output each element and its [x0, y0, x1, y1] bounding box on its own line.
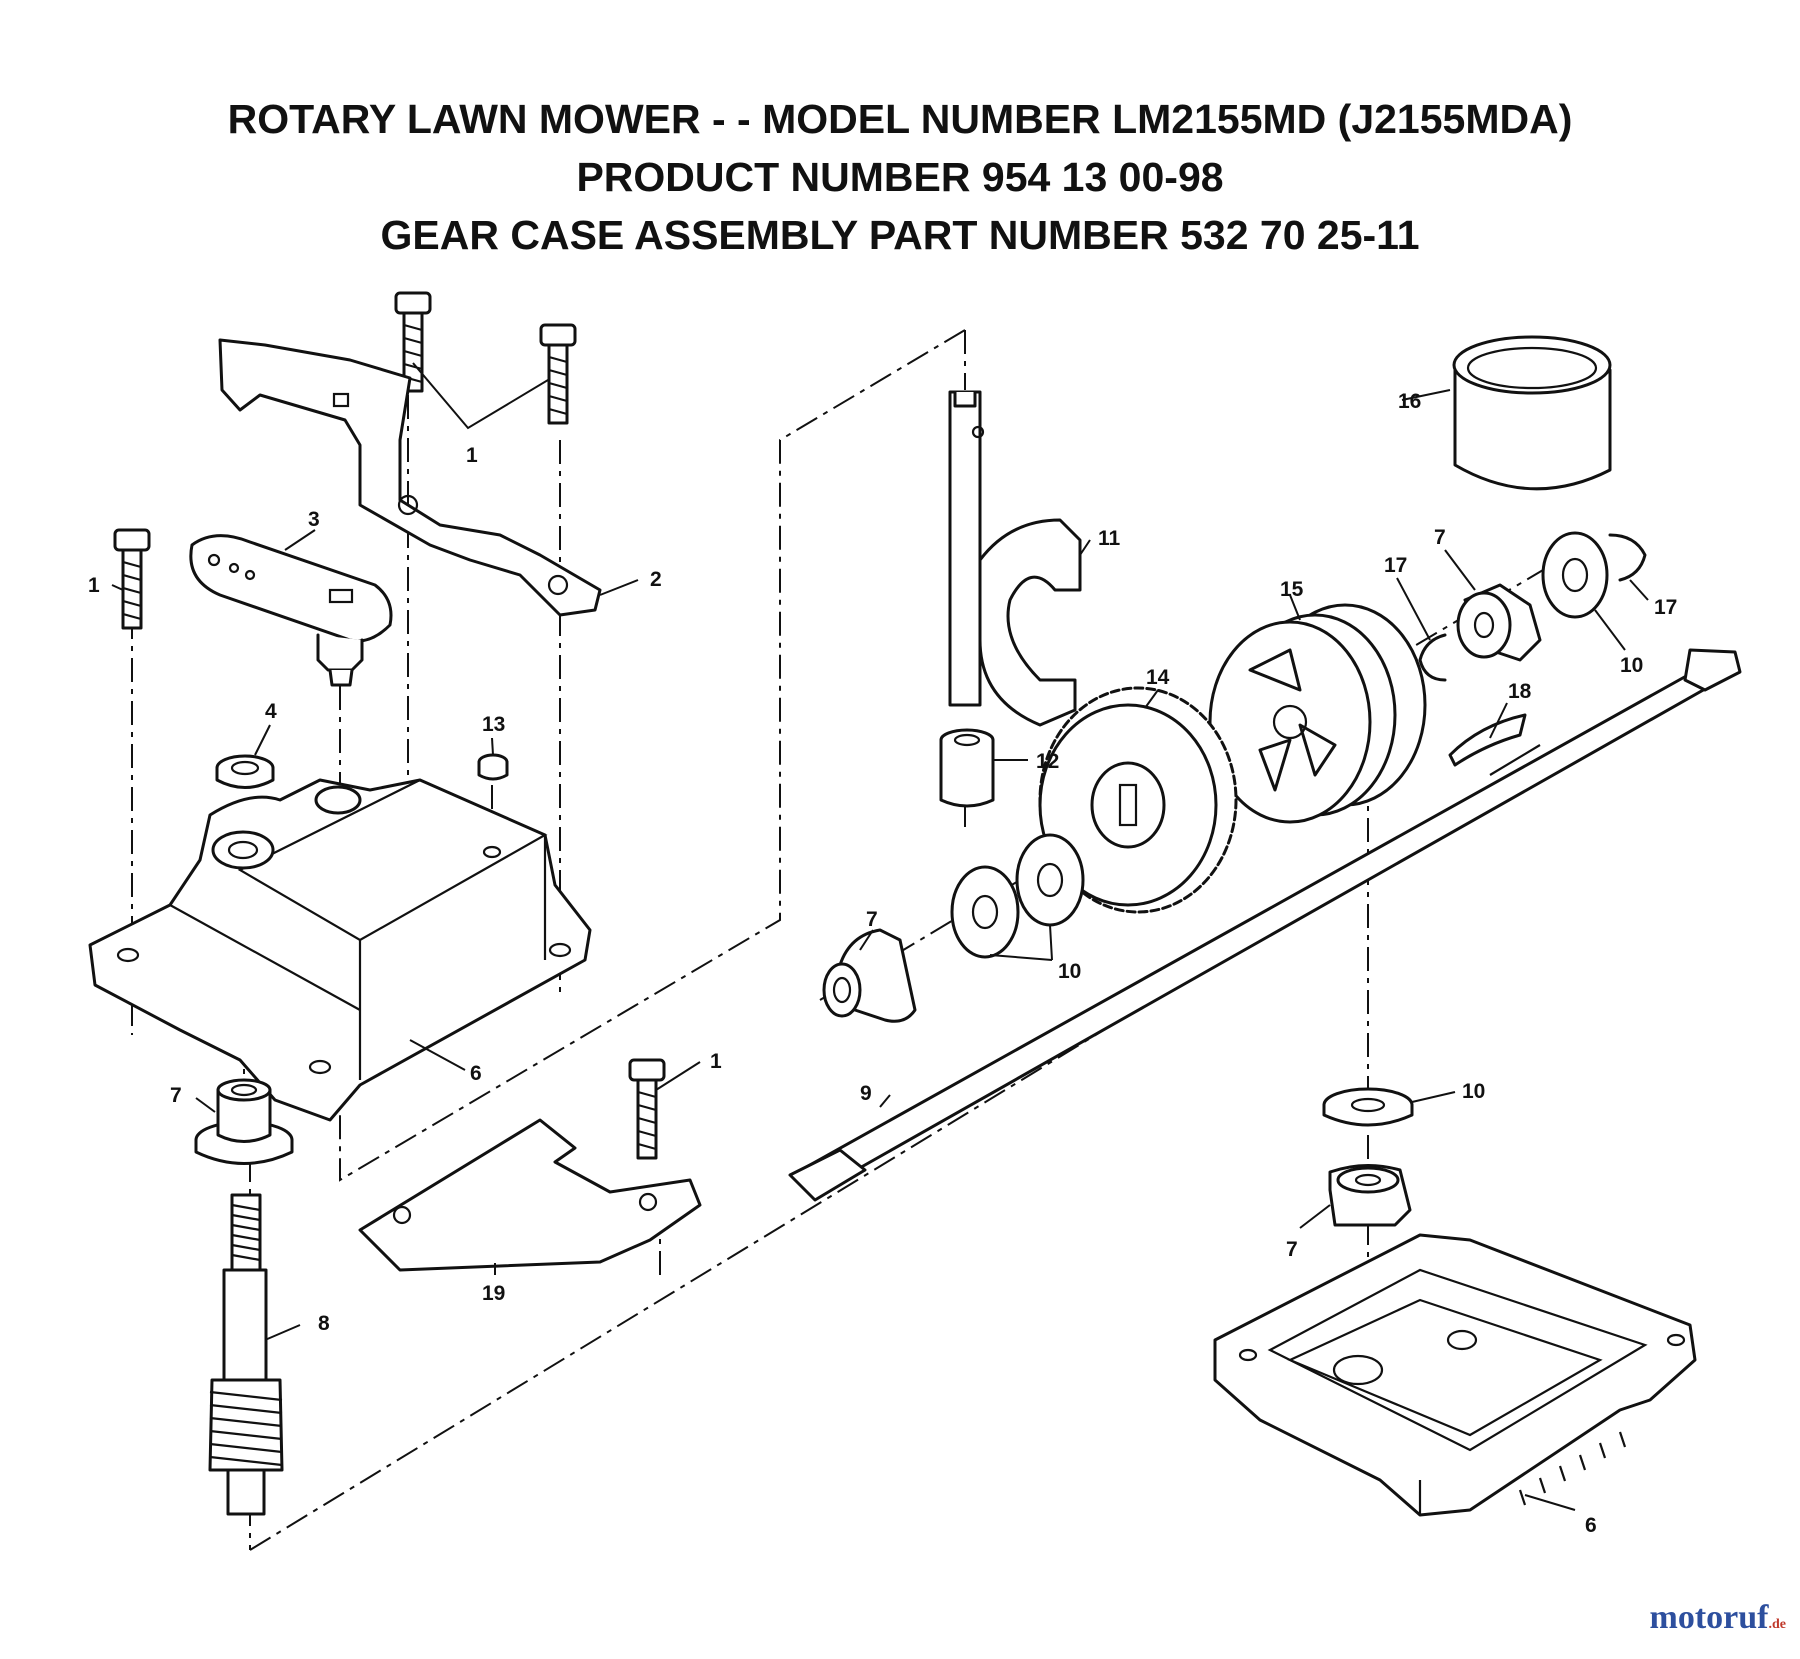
bearing-lower-right: [1328, 1163, 1412, 1227]
base-plate: [358, 1118, 702, 1272]
callout-pulley: 15: [1280, 578, 1304, 601]
callout-bearing-right: 7: [1434, 526, 1446, 549]
e-ring-right: [1608, 533, 1647, 582]
callout-washer-pair: 10: [1058, 960, 1081, 983]
callout-washer-right: 10: [1620, 654, 1643, 677]
callout-bearing-shaft: 7: [866, 908, 878, 931]
callout-gear-case-lower: 6: [1585, 1514, 1597, 1537]
callout-bushing: 4: [265, 700, 277, 723]
shift-lever: [189, 534, 393, 687]
bearing-cup: [1452, 335, 1612, 491]
diagram-title-block: ROTARY LAWN MOWER - - MODEL NUMBER LM215…: [0, 90, 1800, 264]
drive-gear: [1038, 686, 1238, 914]
screw-top-right: [539, 323, 577, 425]
callout-cup: 16: [1398, 390, 1421, 413]
title-line-product: PRODUCT NUMBER 954 13 00-98: [576, 154, 1224, 200]
callout-labels: 1 1 1 2 3 4 6 6 7 7 7 7 8 9 10 10 10 11 …: [88, 390, 1677, 1537]
callout-screw-bottom: 1: [710, 1050, 722, 1073]
screw-top-left: [394, 291, 432, 393]
shift-fork: [948, 390, 1082, 727]
callout-bracket: 2: [650, 568, 662, 591]
callout-axle: 9: [860, 1082, 872, 1105]
woodruff-key: [1448, 713, 1527, 767]
washer-pair: [950, 833, 1085, 959]
callout-lever: 3: [308, 508, 320, 531]
gear-case-lower-half: [1213, 1233, 1697, 1517]
callout-gear: 14: [1146, 666, 1170, 689]
callout-e-ring-right: 17: [1654, 596, 1677, 619]
callout-bearing-lower-right: 7: [1286, 1238, 1298, 1261]
callout-gear-case-upper: 6: [470, 1062, 482, 1085]
callout-shift-fork: 11: [1098, 527, 1121, 550]
worm-shaft: [208, 1193, 284, 1516]
drive-pulley: [1208, 603, 1427, 824]
spacer: [939, 728, 995, 808]
washer-right: [1541, 531, 1609, 619]
axle-shaft: [788, 648, 1742, 1202]
e-ring-left: [1418, 633, 1447, 682]
callout-e-ring-left: 17: [1384, 554, 1407, 577]
callout-screw-top-pair: 1: [466, 444, 478, 467]
watermark-logo: motoruf.de: [1649, 1599, 1786, 1636]
callout-plate: 19: [482, 1282, 505, 1305]
callout-spacer: 12: [1036, 750, 1059, 773]
title-line-assembly: GEAR CASE ASSEMBLY PART NUMBER 532 70 25…: [380, 212, 1420, 258]
callout-key: 18: [1508, 680, 1532, 703]
title-line-model: ROTARY LAWN MOWER - - MODEL NUMBER LM215…: [227, 96, 1573, 142]
callout-worm-shaft: 8: [318, 1312, 330, 1335]
callout-bearing-left: 7: [170, 1084, 182, 1107]
gear-case-upper-half: [88, 778, 592, 1122]
vent-plug: [477, 753, 509, 781]
mounting-bracket: [218, 338, 602, 617]
callout-plug: 13: [482, 713, 505, 736]
bearing-left: [194, 1078, 294, 1165]
callout-screw-left: 1: [88, 574, 100, 597]
washer-lower: [1322, 1087, 1414, 1127]
bushing: [215, 754, 275, 789]
bearing-right: [1456, 583, 1542, 662]
bearing-shaft-left: [822, 928, 917, 1023]
screw-left: [113, 528, 151, 630]
callout-washer-lower: 10: [1462, 1080, 1485, 1103]
leader-lines: [111, 362, 1649, 1511]
screw-bottom: [628, 1058, 666, 1160]
